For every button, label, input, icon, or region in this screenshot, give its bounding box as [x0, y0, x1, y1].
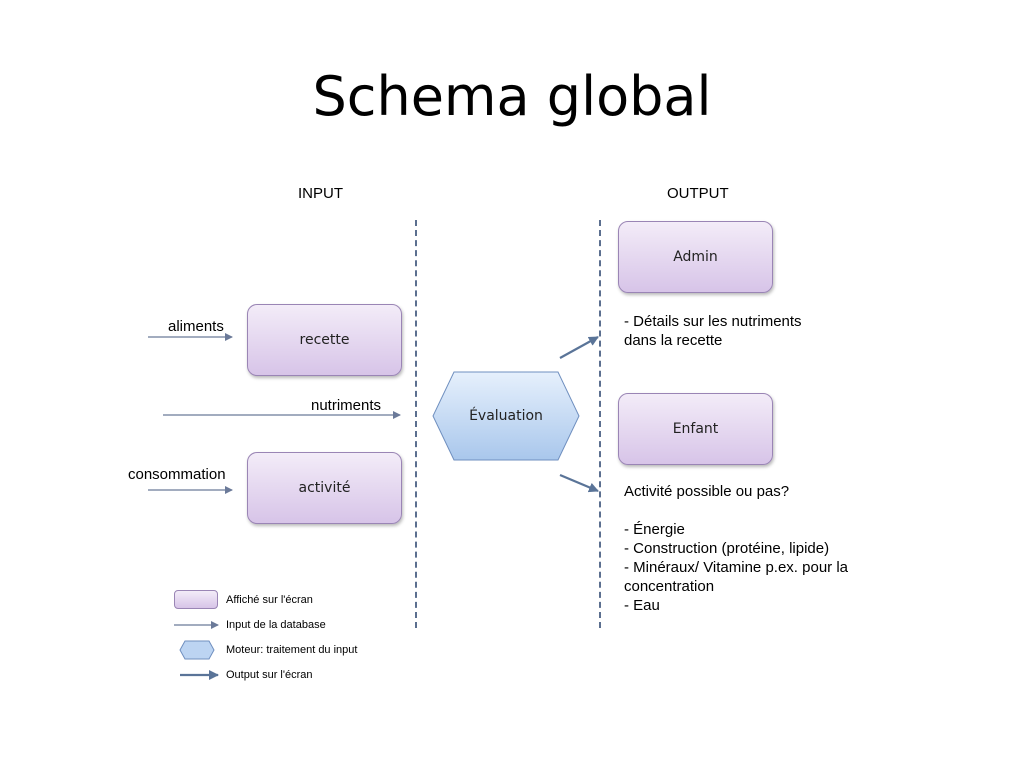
evaluation-label: Évaluation: [469, 408, 543, 424]
enfant-detail-line: - Énergie: [624, 521, 685, 538]
input-column-header: INPUT: [298, 185, 343, 202]
enfant-details: Activité possible ou pas? - Énergie - Co…: [624, 482, 848, 615]
enfant-detail-line: concentration: [624, 578, 715, 595]
admin-details: - Détails sur les nutriments dans la rec…: [624, 312, 802, 350]
nutriments-label: nutriments: [311, 397, 382, 414]
output-column-header: OUTPUT: [667, 185, 729, 202]
recette-box-label: recette: [299, 332, 350, 348]
evaluation-hexagon: [432, 371, 580, 461]
legend-text: Output sur l'écran: [226, 669, 313, 681]
recette-box: recette: [247, 304, 402, 376]
aliments-label: aliments: [168, 318, 224, 335]
enfant-detail-line: [624, 501, 848, 520]
activite-box-label: activité: [298, 480, 351, 496]
enfant-output-arrow: [559, 473, 599, 493]
legend-screen-box-icon: [174, 590, 218, 609]
legend-text: Affiché sur l'écran: [226, 594, 313, 606]
admin-detail-line: dans la recette: [624, 332, 723, 349]
consommation-label: consommation: [128, 466, 226, 483]
enfant-detail-line: Activité possible ou pas?: [624, 483, 790, 500]
admin-detail-line: - Détails sur les nutriments: [624, 313, 802, 330]
enfant-detail-line: - Construction (protéine, lipide): [624, 540, 830, 557]
legend-text: Moteur: traitement du input: [226, 644, 358, 656]
enfant-box: Enfant: [618, 393, 773, 465]
admin-box: Admin: [618, 221, 773, 293]
legend-text: Input de la database: [226, 619, 326, 631]
activite-box: activité: [247, 452, 402, 524]
input-divider-line: [415, 220, 417, 628]
legend-hexagon-icon: [179, 640, 215, 660]
enfant-detail-line: - Minéraux/ Vitamine p.ex. pour la: [624, 559, 848, 576]
output-divider-line: [599, 220, 601, 628]
enfant-detail-line: - Eau: [624, 597, 660, 614]
slide-title: Schema global: [312, 65, 712, 128]
admin-output-arrow: [559, 336, 599, 359]
enfant-box-label: Enfant: [672, 421, 719, 437]
admin-box-label: Admin: [673, 249, 718, 265]
